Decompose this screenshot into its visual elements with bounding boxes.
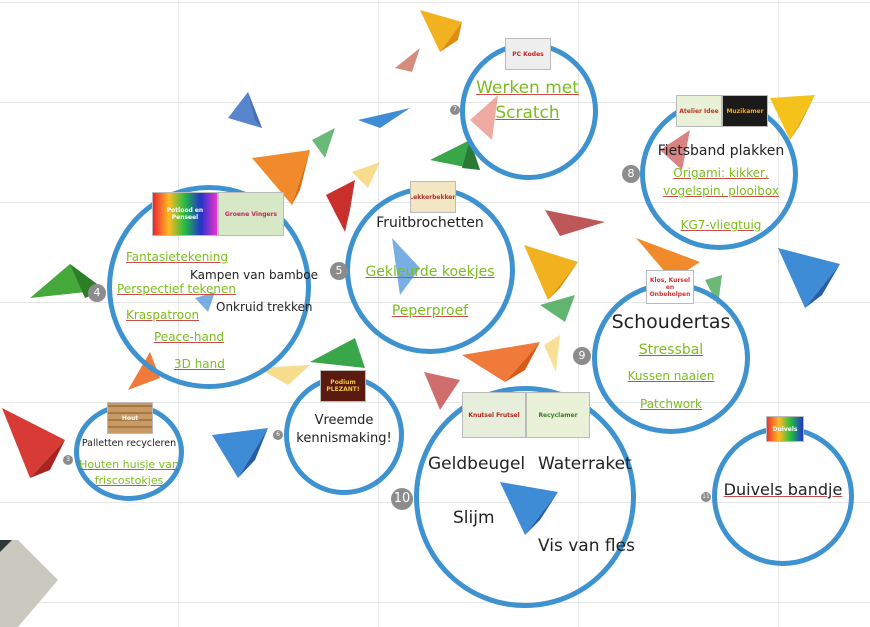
workshop-thumbnail: Potlood en Penseel — [152, 192, 218, 236]
bubble-number: 9 — [573, 347, 591, 365]
workshop-item: Fietsband plakken — [657, 143, 785, 159]
origami-bird-icon — [430, 140, 480, 170]
workshop-thumbnail: Lekkerbekken — [410, 181, 456, 213]
origami-bird-icon — [462, 342, 540, 382]
workshop-link[interactable]: vogelspin, plooibox — [663, 184, 779, 198]
bubble-number: 5 — [330, 262, 348, 280]
workshop-link[interactable]: Houten huisje van — [79, 458, 179, 471]
workshop-link[interactable]: Origami: kikker, — [673, 166, 769, 180]
workshop-link[interactable]: Peperproef — [391, 303, 469, 319]
workshop-thumbnail: Muzikamer — [722, 95, 768, 127]
origami-bird-icon — [358, 108, 410, 128]
workshop-link[interactable]: Scratch — [495, 103, 560, 123]
bubble-number: 7 — [450, 105, 460, 115]
origami-bird-icon — [326, 180, 355, 232]
bubble-number: 4 — [88, 284, 106, 302]
workshop-link[interactable]: Stressbal — [638, 342, 704, 358]
workshop-thumbnail: Recyclamer — [526, 392, 590, 438]
origami-bird-icon — [228, 92, 262, 128]
workshop-thumbnail: PC Kodes — [505, 38, 551, 70]
workshop-item: Slijm — [453, 508, 495, 528]
origami-bird-icon — [395, 48, 420, 72]
workshop-item: Schoudertas — [611, 311, 731, 333]
workshop-item: Onkruid trekken — [216, 300, 313, 314]
origami-bird-icon — [770, 95, 815, 140]
bubble-number: 10 — [391, 488, 413, 510]
bubble-number: 6 — [273, 430, 283, 440]
workshop-link[interactable]: Kraspatroon — [126, 308, 200, 322]
workshop-bubble-9[interactable] — [592, 282, 750, 434]
workshop-item: Vis van fles — [538, 536, 635, 556]
workshop-link[interactable]: Perspectief tekenen — [117, 282, 237, 296]
workshop-link[interactable]: Peace-hand — [154, 330, 225, 344]
workshop-link[interactable]: Gekleurde koekjes — [365, 264, 495, 280]
workshop-item: Palletten recycleren — [81, 438, 177, 449]
workshop-item: Duivels bandje — [723, 480, 843, 499]
origami-bird-icon — [545, 210, 605, 236]
workshop-thumbnail: Knutsel Frutsel — [462, 392, 526, 438]
origami-bird-icon — [544, 335, 560, 372]
workshop-item: Waterraket — [538, 454, 632, 474]
workshop-link[interactable]: Fantasietekening — [126, 250, 228, 264]
origami-bird-icon — [420, 10, 462, 52]
workshop-link[interactable]: Patchwork — [640, 397, 702, 411]
bubble-number: 8 — [622, 165, 640, 183]
workshop-item: Kampen van bamboe — [190, 268, 318, 282]
workshop-item: Vreemde — [314, 413, 374, 428]
origami-bird-icon — [2, 408, 65, 478]
origami-bird-icon — [310, 338, 365, 368]
workshop-link[interactable]: KG7-vliegtuig — [680, 218, 762, 232]
origami-bird-icon — [212, 428, 268, 478]
origami-bird-icon — [258, 365, 310, 385]
workshop-thumbnail: Atelier Idee — [676, 95, 722, 127]
workshop-item: Geldbeugel — [428, 454, 526, 474]
bubble-number: 11 — [701, 492, 711, 502]
origami-bird-icon — [252, 150, 310, 205]
workshop-thumbnail: Duivels — [766, 416, 804, 442]
origami-bird-icon — [524, 245, 578, 300]
workshop-link[interactable]: friscostokjes — [94, 474, 164, 487]
workshop-bubble-4[interactable] — [107, 185, 311, 389]
bubble-number: 3 — [63, 455, 73, 465]
workshop-thumbnail: Klos, Kursel en Onbeholpen — [646, 270, 694, 304]
origami-bird-icon — [424, 372, 460, 410]
workshop-item: Fruitbrochetten — [376, 215, 484, 231]
workshop-thumbnail: Groene Vingers — [218, 192, 284, 236]
corner-decoration — [0, 540, 58, 627]
origami-bird-icon — [778, 248, 840, 308]
workshop-bubble-10[interactable] — [414, 386, 636, 608]
workshop-link[interactable]: 3D hand — [174, 357, 225, 371]
workshop-thumbnail: Podium PLEZANT! — [320, 370, 366, 402]
origami-bird-icon — [540, 295, 575, 322]
workshop-thumbnail: Hout — [107, 402, 153, 434]
workshop-link[interactable]: Werken met — [476, 78, 579, 98]
origami-bird-icon — [352, 162, 380, 188]
origami-bird-icon — [312, 128, 335, 158]
workshop-link[interactable]: Kussen naaien — [627, 369, 715, 383]
workshop-item: kennismaking! — [296, 431, 392, 446]
origami-bird-icon — [636, 238, 700, 280]
